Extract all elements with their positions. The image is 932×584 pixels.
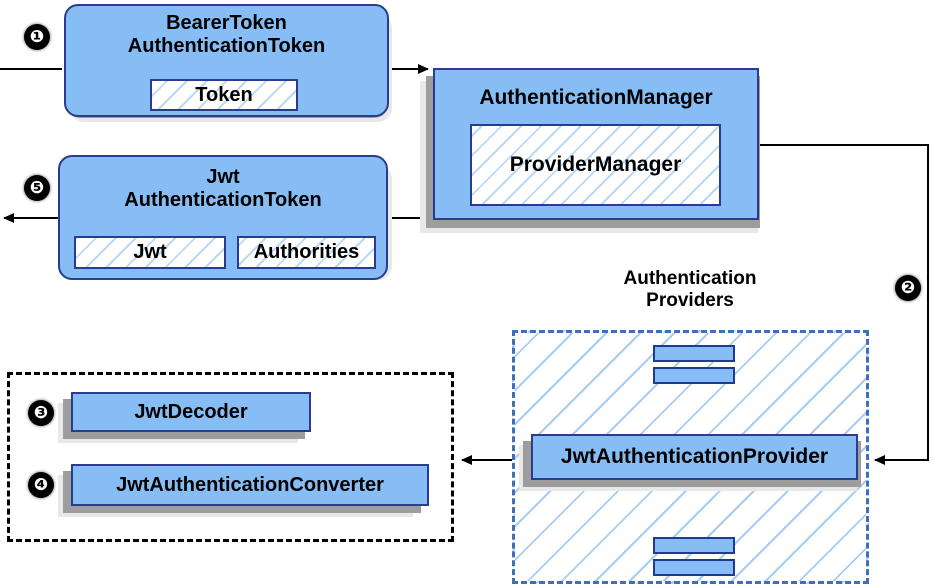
jwt-token-inner-jwt-label: Jwt xyxy=(133,241,167,263)
jwt-authentication-provider-box[interactable]: JwtAuthenticationProvider xyxy=(531,434,858,480)
provider-manager-panel[interactable]: ProviderManager xyxy=(470,124,721,206)
bearer-token-inner-token-label: Token xyxy=(195,83,253,106)
authentication-manager-title: AuthenticationManager xyxy=(479,86,713,109)
jwt-decoder-box[interactable]: JwtDecoder xyxy=(71,392,311,432)
provider-manager-label: ProviderManager xyxy=(509,153,682,176)
auth-providers-label-line2: Providers xyxy=(646,290,734,312)
jwt-token-inner-jwt-panel[interactable]: Jwt xyxy=(74,236,226,269)
jwt-token-inner-authorities-label: Authorities xyxy=(253,241,360,263)
bearer-token-title-line2: AuthenticationToken xyxy=(127,35,326,57)
bearer-token-inner-token-panel[interactable]: Token xyxy=(150,79,298,111)
step-marker-5: ❺ xyxy=(24,175,50,201)
step-marker-4: ❹ xyxy=(28,472,54,498)
step-marker-1: ❶ xyxy=(24,24,50,50)
auth-providers-label-line1: Authentication xyxy=(623,268,757,289)
jwt-authentication-converter-label: JwtAuthenticationConverter xyxy=(116,473,384,496)
auth-providers-label: Authentication Providers xyxy=(560,268,820,312)
provider-stack-bar-top-1 xyxy=(653,345,735,362)
step-marker-3: ❸ xyxy=(28,400,54,426)
provider-stack-bar-bottom-1 xyxy=(653,537,735,554)
jwt-support-group-region xyxy=(7,372,454,542)
bearer-token-title-line1: BearerToken xyxy=(166,12,287,34)
step-marker-2: ❷ xyxy=(895,275,921,301)
jwt-token-title-line1: Jwt xyxy=(206,166,240,188)
jwt-decoder-label: JwtDecoder xyxy=(134,400,248,423)
jwt-token-inner-authorities-panel[interactable]: Authorities xyxy=(237,236,376,269)
provider-stack-bar-top-2 xyxy=(653,367,735,384)
provider-stack-bar-bottom-2 xyxy=(653,559,735,576)
jwt-authentication-converter-box[interactable]: JwtAuthenticationConverter xyxy=(71,464,429,506)
jwt-token-title-line2: AuthenticationToken xyxy=(124,189,322,211)
jwt-authentication-provider-label: JwtAuthenticationProvider xyxy=(560,445,829,468)
arrow-manager-to-provider xyxy=(759,144,929,465)
